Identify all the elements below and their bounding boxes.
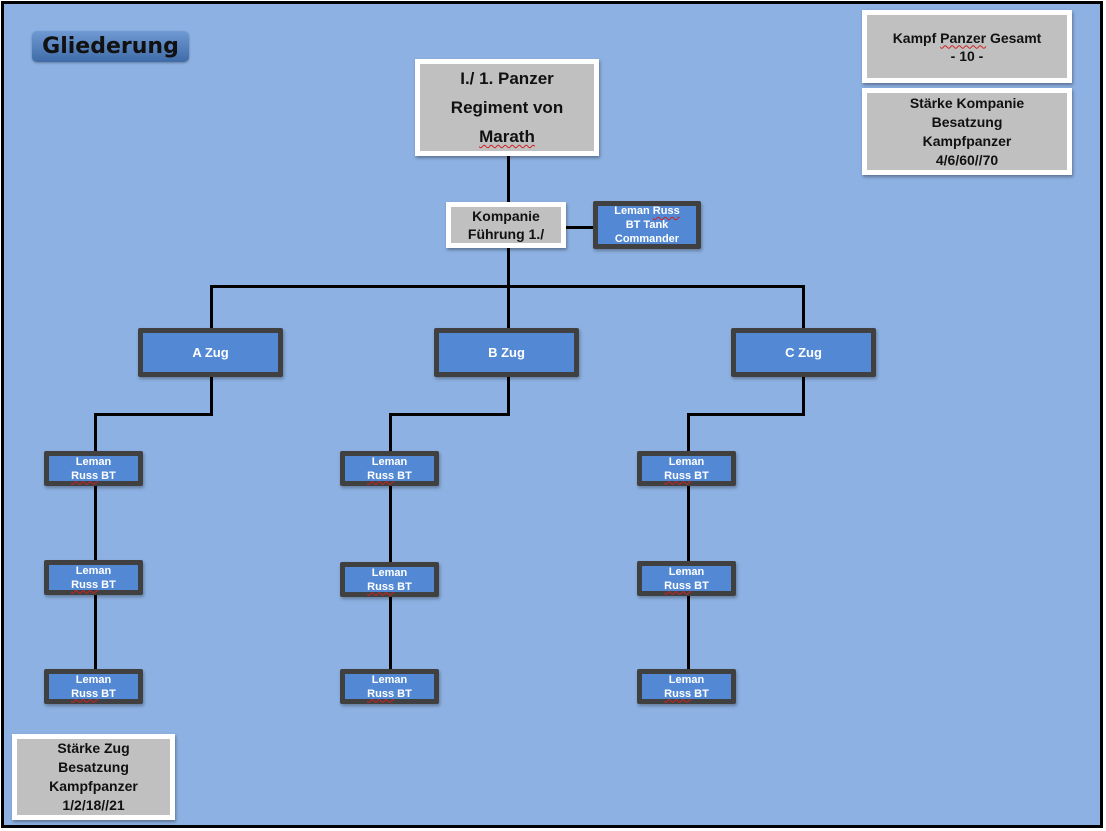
summary-total-box[interactable]: Kampf Panzer Gesamt - 10 - bbox=[862, 10, 1072, 83]
summary-platoon-line1: Stärke Zug bbox=[57, 740, 130, 756]
regiment-hq-box[interactable]: I./ 1. Panzer Regiment von Marath bbox=[415, 59, 599, 156]
tank-label-line1: Leman bbox=[75, 564, 112, 577]
platoon-b-box[interactable]: B Zug bbox=[434, 328, 579, 377]
tank-label-line2b: BT bbox=[98, 469, 116, 482]
tank-label-line1: Leman bbox=[371, 455, 408, 468]
tank-label-line1: Leman bbox=[75, 455, 112, 468]
tank-label-line1: Leman bbox=[371, 566, 408, 579]
tank-label-line2a: Russ bbox=[367, 580, 395, 593]
commander-tank-line1a: Leman bbox=[614, 205, 653, 217]
connector-a-zug-down bbox=[210, 377, 213, 415]
summary-company-line1: Stärke Kompanie bbox=[909, 94, 1025, 111]
platoon-a-box[interactable]: A Zug bbox=[138, 328, 283, 377]
connector-b-zug-down bbox=[507, 377, 510, 415]
summary-total-line1b: Panzer bbox=[940, 29, 987, 46]
platoon-c-label: C Zug bbox=[785, 345, 822, 360]
regiment-hq-line1: I./ 1. Panzer bbox=[460, 69, 554, 88]
tank-label-line2b: BT bbox=[98, 578, 116, 591]
commander-tank-box[interactable]: Leman Russ BT Tank Commander bbox=[593, 201, 701, 249]
summary-company-line2: Besatzung bbox=[931, 113, 1003, 130]
connector-platoon-bus bbox=[210, 285, 805, 288]
tank-label-line2b: BT bbox=[691, 687, 709, 700]
tank-label-line2b: BT bbox=[394, 580, 412, 593]
tank-label-line2a: Russ bbox=[367, 687, 395, 700]
connector-c-zug-down bbox=[802, 377, 805, 415]
connector-company-to-commander bbox=[565, 226, 597, 229]
commander-tank-line2: BT Tank bbox=[625, 219, 669, 231]
summary-company-line3: Kampfpanzer bbox=[922, 132, 1012, 149]
connector-a-tanks bbox=[94, 413, 97, 673]
company-hq-box[interactable]: Kompanie Führung 1./ bbox=[446, 202, 566, 248]
tank-label-line2a: Russ bbox=[71, 469, 99, 482]
commander-tank-line3: Commander bbox=[614, 233, 680, 245]
tank-label-line2a: Russ bbox=[664, 579, 692, 592]
connector-c-zug-elbow bbox=[687, 413, 805, 416]
connector-company-trunk bbox=[507, 247, 510, 332]
summary-platoon-line2: Besatzung bbox=[58, 759, 129, 775]
regiment-hq-line3: Marath bbox=[479, 127, 535, 146]
connector-c-tanks bbox=[687, 413, 690, 673]
tank-label-line2a: Russ bbox=[664, 469, 692, 482]
tank-label-line2a: Russ bbox=[367, 469, 395, 482]
connector-b-zug-elbow bbox=[389, 413, 510, 416]
tank-label-line2a: Russ bbox=[71, 687, 99, 700]
summary-platoon-box[interactable]: Stärke Zug Besatzung Kampfpanzer 1/2/18/… bbox=[12, 734, 175, 820]
chart-title: Gliederung bbox=[32, 31, 189, 62]
connector-hq-to-company bbox=[507, 155, 510, 207]
commander-tank-line1b: Russ bbox=[652, 205, 680, 217]
company-hq-line2: Führung 1./ bbox=[467, 226, 545, 242]
tank-label-line2a: Russ bbox=[71, 578, 99, 591]
tank-label-line1: Leman bbox=[668, 455, 705, 468]
tank-label-line2b: BT bbox=[691, 579, 709, 592]
tank-label-line1: Leman bbox=[371, 673, 408, 686]
summary-total-line2: - 10 - bbox=[950, 47, 984, 64]
platoon-a-label: A Zug bbox=[192, 345, 229, 360]
summary-total-line1a: Kampf bbox=[892, 29, 941, 46]
regiment-hq-line2: Regiment von bbox=[450, 98, 564, 117]
connector-to-a-zug bbox=[210, 285, 213, 332]
connector-to-c-zug bbox=[802, 285, 805, 332]
platoon-b-label: B Zug bbox=[488, 345, 525, 360]
summary-total-line1c: Gesamt bbox=[986, 29, 1042, 46]
tank-label-line1: Leman bbox=[668, 673, 705, 686]
tank-label-line1: Leman bbox=[75, 673, 112, 686]
connector-b-tanks bbox=[389, 413, 392, 673]
summary-platoon-line4: 1/2/18//21 bbox=[62, 797, 125, 813]
tank-label-line2a: Russ bbox=[664, 687, 692, 700]
summary-company-box[interactable]: Stärke Kompanie Besatzung Kampfpanzer 4/… bbox=[862, 88, 1072, 175]
tank-label-line1: Leman bbox=[668, 565, 705, 578]
tank-label-line2b: BT bbox=[394, 469, 412, 482]
tank-label-line2b: BT bbox=[394, 687, 412, 700]
summary-company-line4: 4/6/60//70 bbox=[935, 151, 999, 168]
tank-label-line2b: BT bbox=[691, 469, 709, 482]
platoon-c-box[interactable]: C Zug bbox=[731, 328, 876, 377]
company-hq-line1: Kompanie bbox=[472, 208, 540, 224]
connector-a-zug-elbow bbox=[94, 413, 213, 416]
tank-label-line2b: BT bbox=[98, 687, 116, 700]
summary-platoon-line3: Kampfpanzer bbox=[49, 778, 138, 794]
